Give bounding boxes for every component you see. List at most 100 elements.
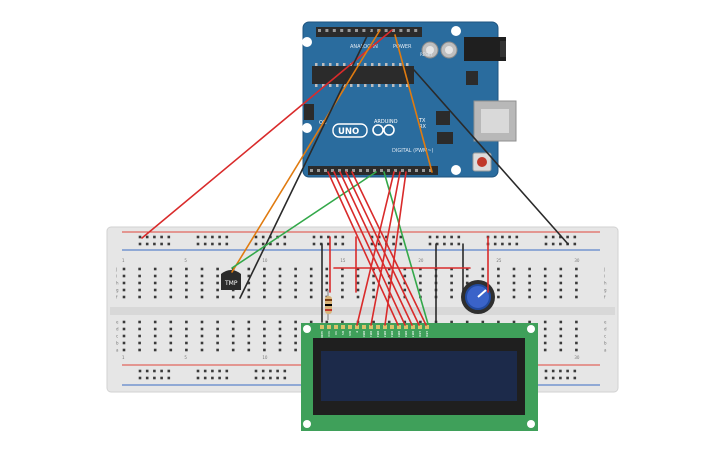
breadboard-hole[interactable]	[497, 295, 500, 299]
rail-hole[interactable]	[225, 369, 229, 373]
breadboard-hole[interactable]	[403, 320, 407, 324]
breadboard-hole[interactable]	[231, 295, 235, 299]
breadboard-hole[interactable]	[419, 281, 422, 285]
rail-hole[interactable]	[276, 376, 279, 380]
rail-hole[interactable]	[334, 242, 337, 246]
rail-hole[interactable]	[218, 376, 221, 380]
breadboard-hole[interactable]	[153, 341, 157, 345]
lcd-pin[interactable]	[369, 325, 373, 329]
rail-hole[interactable]	[450, 242, 453, 246]
breadboard-hole[interactable]	[278, 281, 282, 285]
rail-hole[interactable]	[138, 376, 142, 380]
breadboard-hole[interactable]	[138, 320, 141, 324]
breadboard-hole[interactable]	[497, 274, 500, 278]
rail-hole[interactable]	[443, 235, 446, 239]
rail-hole[interactable]	[138, 242, 142, 246]
rail-hole[interactable]	[573, 376, 577, 380]
rail-hole[interactable]	[211, 235, 214, 239]
rail-hole[interactable]	[254, 235, 258, 239]
breadboard-hole[interactable]	[153, 320, 157, 324]
breadboard-hole[interactable]	[278, 267, 282, 271]
breadboard-hole[interactable]	[122, 267, 126, 271]
breadboard-hole[interactable]	[512, 281, 516, 285]
breadboard-hole[interactable]	[497, 281, 500, 285]
breadboard-hole[interactable]	[294, 341, 297, 345]
rail-hole[interactable]	[145, 369, 149, 373]
breadboard-hole[interactable]	[372, 295, 375, 299]
rail-hole[interactable]	[283, 242, 287, 246]
rail-hole[interactable]	[153, 369, 156, 373]
rail-hole[interactable]	[501, 242, 504, 246]
rail-hole[interactable]	[551, 369, 555, 373]
rail-hole[interactable]	[493, 242, 497, 246]
breadboard-hole[interactable]	[138, 288, 141, 292]
breadboard-hole[interactable]	[512, 274, 516, 278]
green-wire[interactable]	[383, 171, 429, 325]
breadboard-hole[interactable]	[278, 341, 282, 345]
rail-hole[interactable]	[196, 369, 200, 373]
breadboard-hole[interactable]	[543, 295, 547, 299]
breadboard-hole[interactable]	[247, 281, 251, 285]
rail-hole[interactable]	[428, 242, 432, 246]
breadboard-hole[interactable]	[122, 327, 126, 331]
breadboard-hole[interactable]	[122, 274, 126, 278]
breadboard-hole[interactable]	[294, 267, 297, 271]
breadboard-hole[interactable]	[138, 281, 141, 285]
breadboard-hole[interactable]	[122, 334, 126, 338]
breadboard-hole[interactable]	[278, 295, 282, 299]
header-pin[interactable]	[408, 169, 411, 172]
breadboard-hole[interactable]	[278, 334, 282, 338]
breadboard-hole[interactable]	[325, 320, 329, 324]
breadboard-hole[interactable]	[200, 295, 204, 299]
rail-hole[interactable]	[261, 369, 265, 373]
breadboard-hole[interactable]	[341, 267, 344, 271]
breadboard-hole[interactable]	[465, 267, 469, 271]
orange-wire[interactable]	[394, 34, 433, 173]
breadboard-hole[interactable]	[559, 267, 563, 271]
rail-hole[interactable]	[153, 376, 156, 380]
breadboard-hole[interactable]	[247, 348, 251, 352]
rail-hole[interactable]	[196, 242, 200, 246]
resistor[interactable]	[325, 290, 332, 320]
breadboard-hole[interactable]	[122, 281, 126, 285]
breadboard-hole[interactable]	[263, 334, 266, 338]
breadboard-hole[interactable]	[247, 295, 251, 299]
breadboard-hole[interactable]	[122, 341, 126, 345]
breadboard-hole[interactable]	[450, 288, 453, 292]
rail-hole[interactable]	[515, 235, 519, 239]
red-wire[interactable]	[356, 171, 395, 326]
lcd-pin[interactable]	[411, 325, 415, 329]
breadboard-hole[interactable]	[294, 348, 297, 352]
breadboard-hole[interactable]	[325, 274, 329, 278]
breadboard-hole[interactable]	[356, 281, 360, 285]
breadboard-hole[interactable]	[372, 281, 375, 285]
rail-hole[interactable]	[138, 235, 142, 239]
breadboard-hole[interactable]	[543, 267, 547, 271]
breadboard-hole[interactable]	[372, 288, 375, 292]
breadboard-hole[interactable]	[247, 288, 251, 292]
breadboard-hole[interactable]	[278, 274, 282, 278]
breadboard-hole[interactable]	[512, 267, 516, 271]
breadboard-hole[interactable]	[450, 295, 453, 299]
lcd-pin[interactable]	[418, 325, 422, 329]
breadboard-hole[interactable]	[263, 281, 266, 285]
breadboard-hole[interactable]	[559, 288, 563, 292]
breadboard-hole[interactable]	[372, 274, 375, 278]
breadboard-hole[interactable]	[325, 288, 329, 292]
rail-hole[interactable]	[327, 242, 330, 246]
breadboard-hole[interactable]	[575, 288, 578, 292]
breadboard-hole[interactable]	[200, 334, 204, 338]
rail-hole[interactable]	[160, 376, 163, 380]
breadboard-hole[interactable]	[169, 267, 173, 271]
breadboard-hole[interactable]	[169, 288, 173, 292]
rail-hole[interactable]	[377, 242, 381, 246]
breadboard-hole[interactable]	[263, 320, 266, 324]
rail-hole[interactable]	[435, 242, 439, 246]
breadboard-hole[interactable]	[543, 274, 547, 278]
rail-hole[interactable]	[211, 376, 214, 380]
breadboard-hole[interactable]	[559, 295, 563, 299]
breadboard-hole[interactable]	[309, 274, 313, 278]
breadboard-hole[interactable]	[419, 288, 422, 292]
breadboard-hole[interactable]	[153, 334, 157, 338]
breadboard-hole[interactable]	[263, 288, 266, 292]
